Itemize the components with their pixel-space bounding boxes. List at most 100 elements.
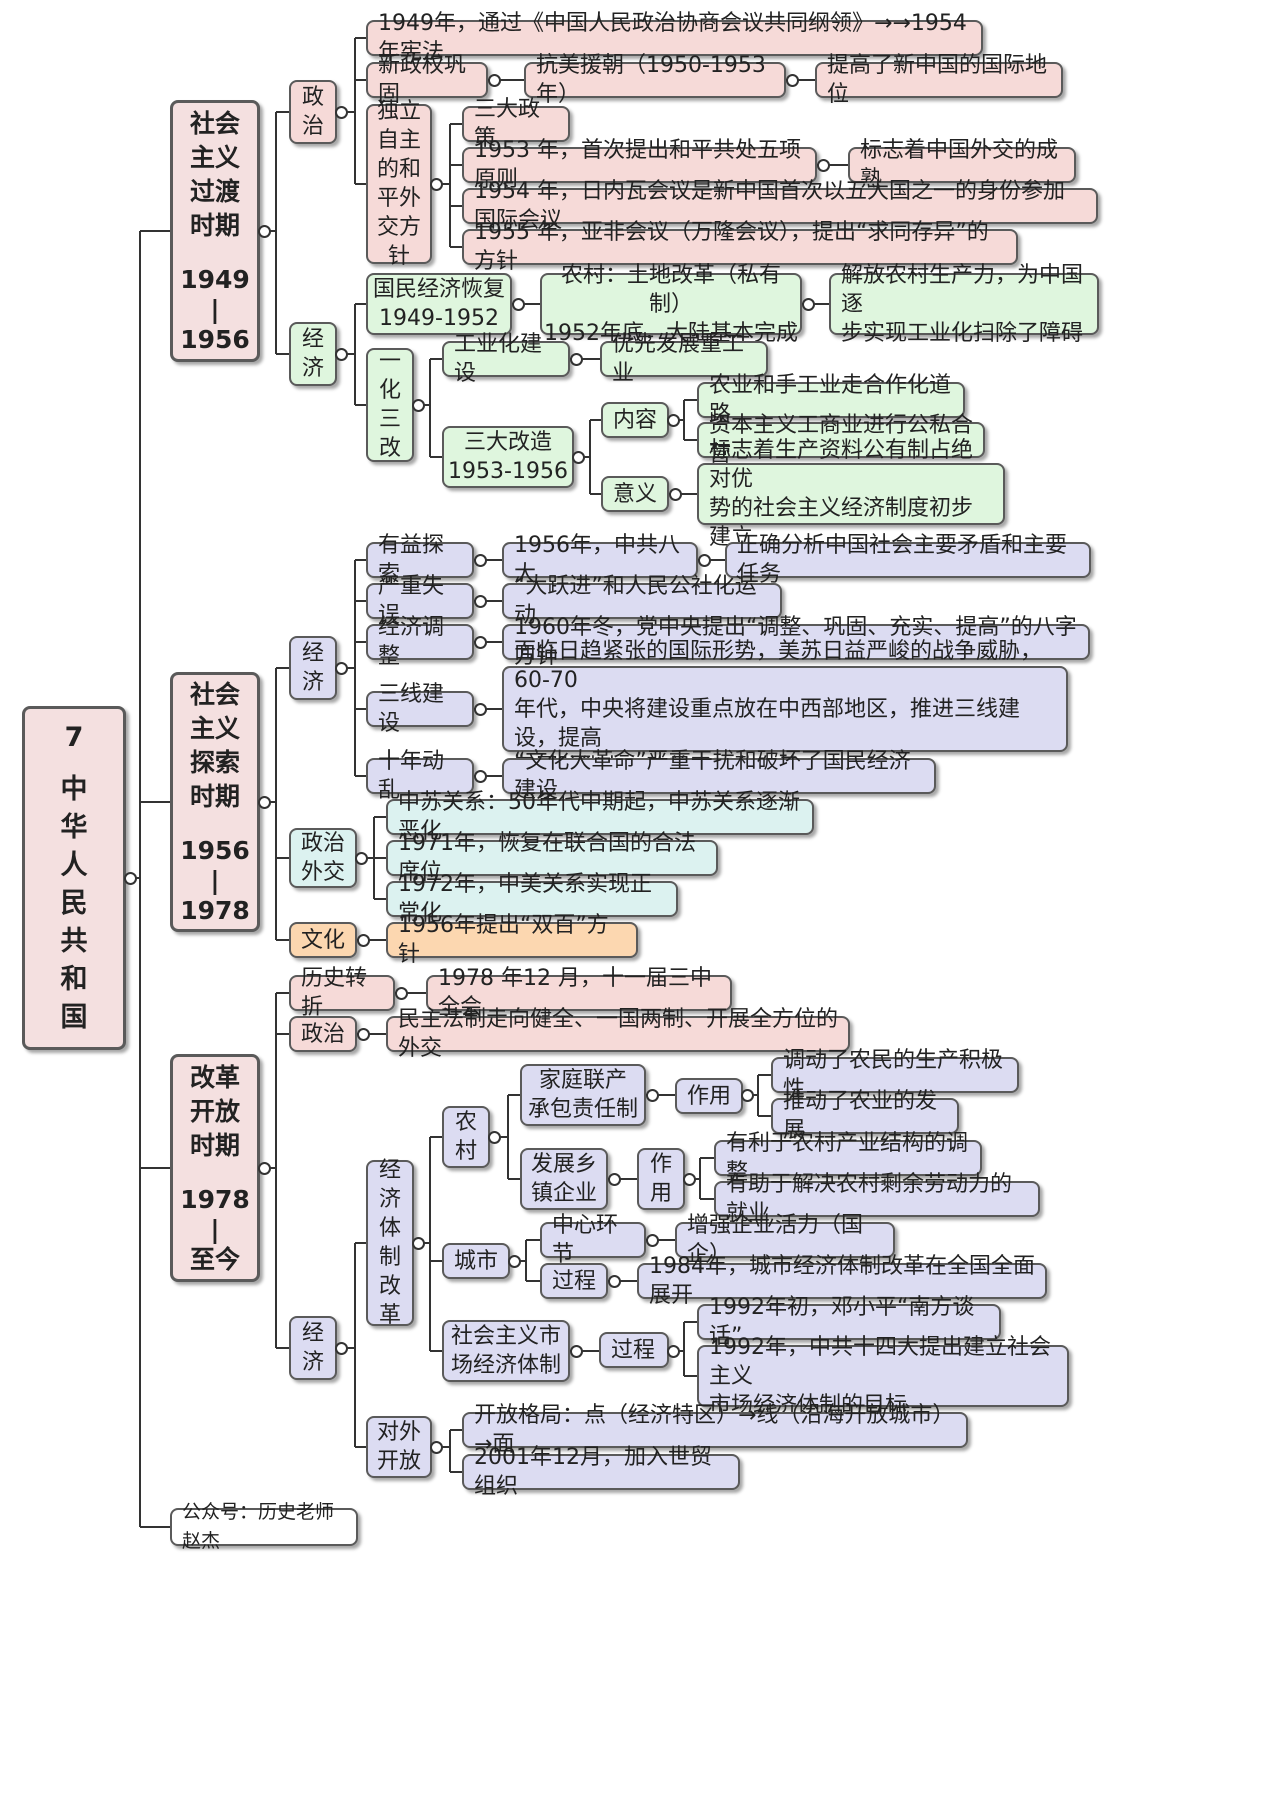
p2-adjust-text: 1960年冬，党中央提出“调整、巩固、充实、提高”的八字方针	[502, 615, 1090, 669]
connector-node	[474, 636, 487, 649]
connector-node	[698, 554, 711, 567]
p2-adjust: 经济调整	[366, 615, 474, 669]
p1-liberate: 解放农村生产力，为中国逐 步实现工业化扫除了障碍	[829, 263, 1099, 346]
p2-politics: 政治外交	[289, 828, 357, 888]
p1-korea: 抗美援朝（1950-1953年）	[524, 53, 786, 107]
connector-node	[817, 159, 830, 172]
connector-node	[683, 1173, 696, 1186]
p3-plenum: 1978 年12 月，十一届三中全会	[426, 966, 732, 1020]
p3-effect2-text: 作用	[649, 1152, 672, 1206]
p2-eighth: 1956年，中共八大	[502, 533, 698, 587]
p1-consolidate: 新政权巩固	[366, 53, 488, 107]
connector-node	[802, 298, 815, 311]
connector-node	[412, 1237, 425, 1250]
connector-node	[488, 1131, 501, 1144]
connector-node	[395, 987, 408, 1000]
connector-node	[474, 595, 487, 608]
p1-diplomacy-mark: 标志着中国外交的成熟	[848, 138, 1076, 192]
p3-market: 社会主义市 场经济体制	[442, 1320, 570, 1382]
connector-node	[646, 1089, 659, 1102]
connector-node	[357, 934, 370, 947]
connector-node	[608, 1275, 621, 1288]
p3-core: 中心环节	[540, 1213, 646, 1267]
connector-node	[608, 1173, 621, 1186]
connector-node	[508, 1255, 521, 1268]
p3-fourteenth: 1992年，中共十四大提出建立社会主义 市场经济体制的目标	[697, 1335, 1069, 1418]
p2-un-seat: 1971年，恢复在联合国的合法席位	[386, 831, 718, 885]
p3-politics-text: 民主法制走向健全、一国两制、开展全方位的外交	[386, 1007, 850, 1061]
p2-third-front-text: 面临日趋紧张的国际形势，美苏日益严峻的战争威胁，60-70 年代，中央将建设重点…	[502, 639, 1068, 780]
p1-intl-status: 提高了新中国的国际地位	[815, 53, 1063, 107]
connector-node	[570, 353, 583, 366]
connector-node	[357, 1028, 370, 1041]
p1-land-reform: 农村：土地改革（私有制） 1952年底，大陆基本完成	[540, 263, 802, 346]
p3-rural: 农村	[442, 1106, 490, 1168]
p1-politics: 政治	[289, 80, 337, 144]
connector-node	[488, 74, 501, 87]
connector-node	[667, 1345, 680, 1358]
p3-employment: 有助于解决农村剩余劳动力的就业	[714, 1172, 1040, 1226]
footer-account: 公众号：历史老师赵杰	[170, 1501, 358, 1552]
connector-node	[335, 106, 348, 119]
p3-opening-text: 对外开放	[376, 1420, 421, 1474]
root-title: 中华人民共和国	[60, 774, 88, 1033]
p1-three-policies: 三大政策	[462, 97, 570, 151]
period-transition-years: 1949 | 1956	[180, 265, 250, 354]
connector-node	[667, 414, 680, 427]
p2-mistake: 严重失误	[366, 574, 474, 628]
p3-city-reform: 1984年，城市经济体制改革在全国全面展开	[637, 1254, 1047, 1308]
p1-industrial: 工业化建设	[442, 332, 570, 386]
p2-eighth-result: 正确分析中国社会主要矛盾和主要任务	[725, 533, 1091, 587]
p1-capitalist: 资本主义工商业进行公私合营	[697, 413, 985, 467]
connector-node	[412, 399, 425, 412]
p1-geneva: 1954 年，日内瓦会议是新中国首次以五大国之一的身份参加国际会议	[462, 179, 1098, 233]
connector-node	[512, 298, 525, 311]
p1-yihua-text: 一化三改	[378, 349, 401, 461]
p1-diplomacy: 独立自主的和平外交方针	[366, 99, 432, 269]
connector-node	[474, 703, 487, 716]
period-transition: 社会主义过渡时期 1949 | 1956	[170, 100, 260, 362]
p3-reform: 经济体制改革	[366, 1158, 414, 1328]
p3-process2: 过程	[599, 1332, 669, 1368]
period-exploration-years: 1956 | 1978	[180, 836, 250, 925]
connector-node	[258, 225, 271, 238]
p3-effect2: 作用	[637, 1148, 685, 1210]
p1-content: 内容	[601, 402, 669, 438]
period-transition-name: 社会主义过渡时期	[189, 109, 240, 240]
connector-node	[335, 348, 348, 361]
p2-double-hundred: 1956年提出“双百”方针	[386, 913, 638, 967]
period-reform-name: 改革开放时期	[189, 1063, 240, 1160]
p3-turning: 历史转折	[289, 966, 395, 1020]
p1-bandung: 1955 年，亚非会议（万隆会议），提出“求同存异”的方针	[462, 220, 1018, 274]
connector-node	[335, 1342, 348, 1355]
p1-heavy: 优先发展重工业	[600, 332, 768, 386]
connector-node	[124, 872, 137, 885]
connector-node	[258, 1162, 271, 1175]
connector-node	[355, 852, 368, 865]
p3-opening: 对外开放	[366, 1416, 432, 1478]
connector-node	[741, 1089, 754, 1102]
connector-node	[430, 178, 443, 191]
p1-economy: 经济	[289, 322, 337, 386]
p1-diplomacy-text: 独立自主的和平外交方针	[376, 99, 421, 269]
p3-economy: 经济	[289, 1316, 337, 1380]
connector-node	[430, 1441, 443, 1454]
p1-coop: 农业和手工业走合作化道路	[697, 373, 965, 427]
p1-meaning-text: 标志着生产资料公有制占绝对优 势的社会主义经济制度初步建立	[697, 438, 1005, 550]
p1-politics-text: 政治	[301, 85, 324, 139]
p1-yihua: 一化三改	[366, 348, 414, 462]
p1-meaning: 意义	[601, 476, 669, 512]
p3-township: 发展乡 镇企业	[520, 1148, 608, 1210]
connector-node	[258, 796, 271, 809]
connector-node	[570, 1345, 583, 1358]
connector-node	[474, 770, 487, 783]
p3-effect: 作用	[675, 1078, 743, 1114]
connector-node	[786, 74, 799, 87]
p2-sino-soviet: 中苏关系：50年代中期起，中苏关系逐渐恶化	[386, 790, 814, 844]
p3-city: 城市	[442, 1243, 510, 1279]
p3-agri: 推动了农业的发展	[771, 1089, 959, 1143]
p3-rural-text: 农村	[454, 1110, 477, 1164]
period-reform-years: 1978 | 至今	[180, 1185, 250, 1274]
p3-process: 过程	[540, 1263, 608, 1299]
